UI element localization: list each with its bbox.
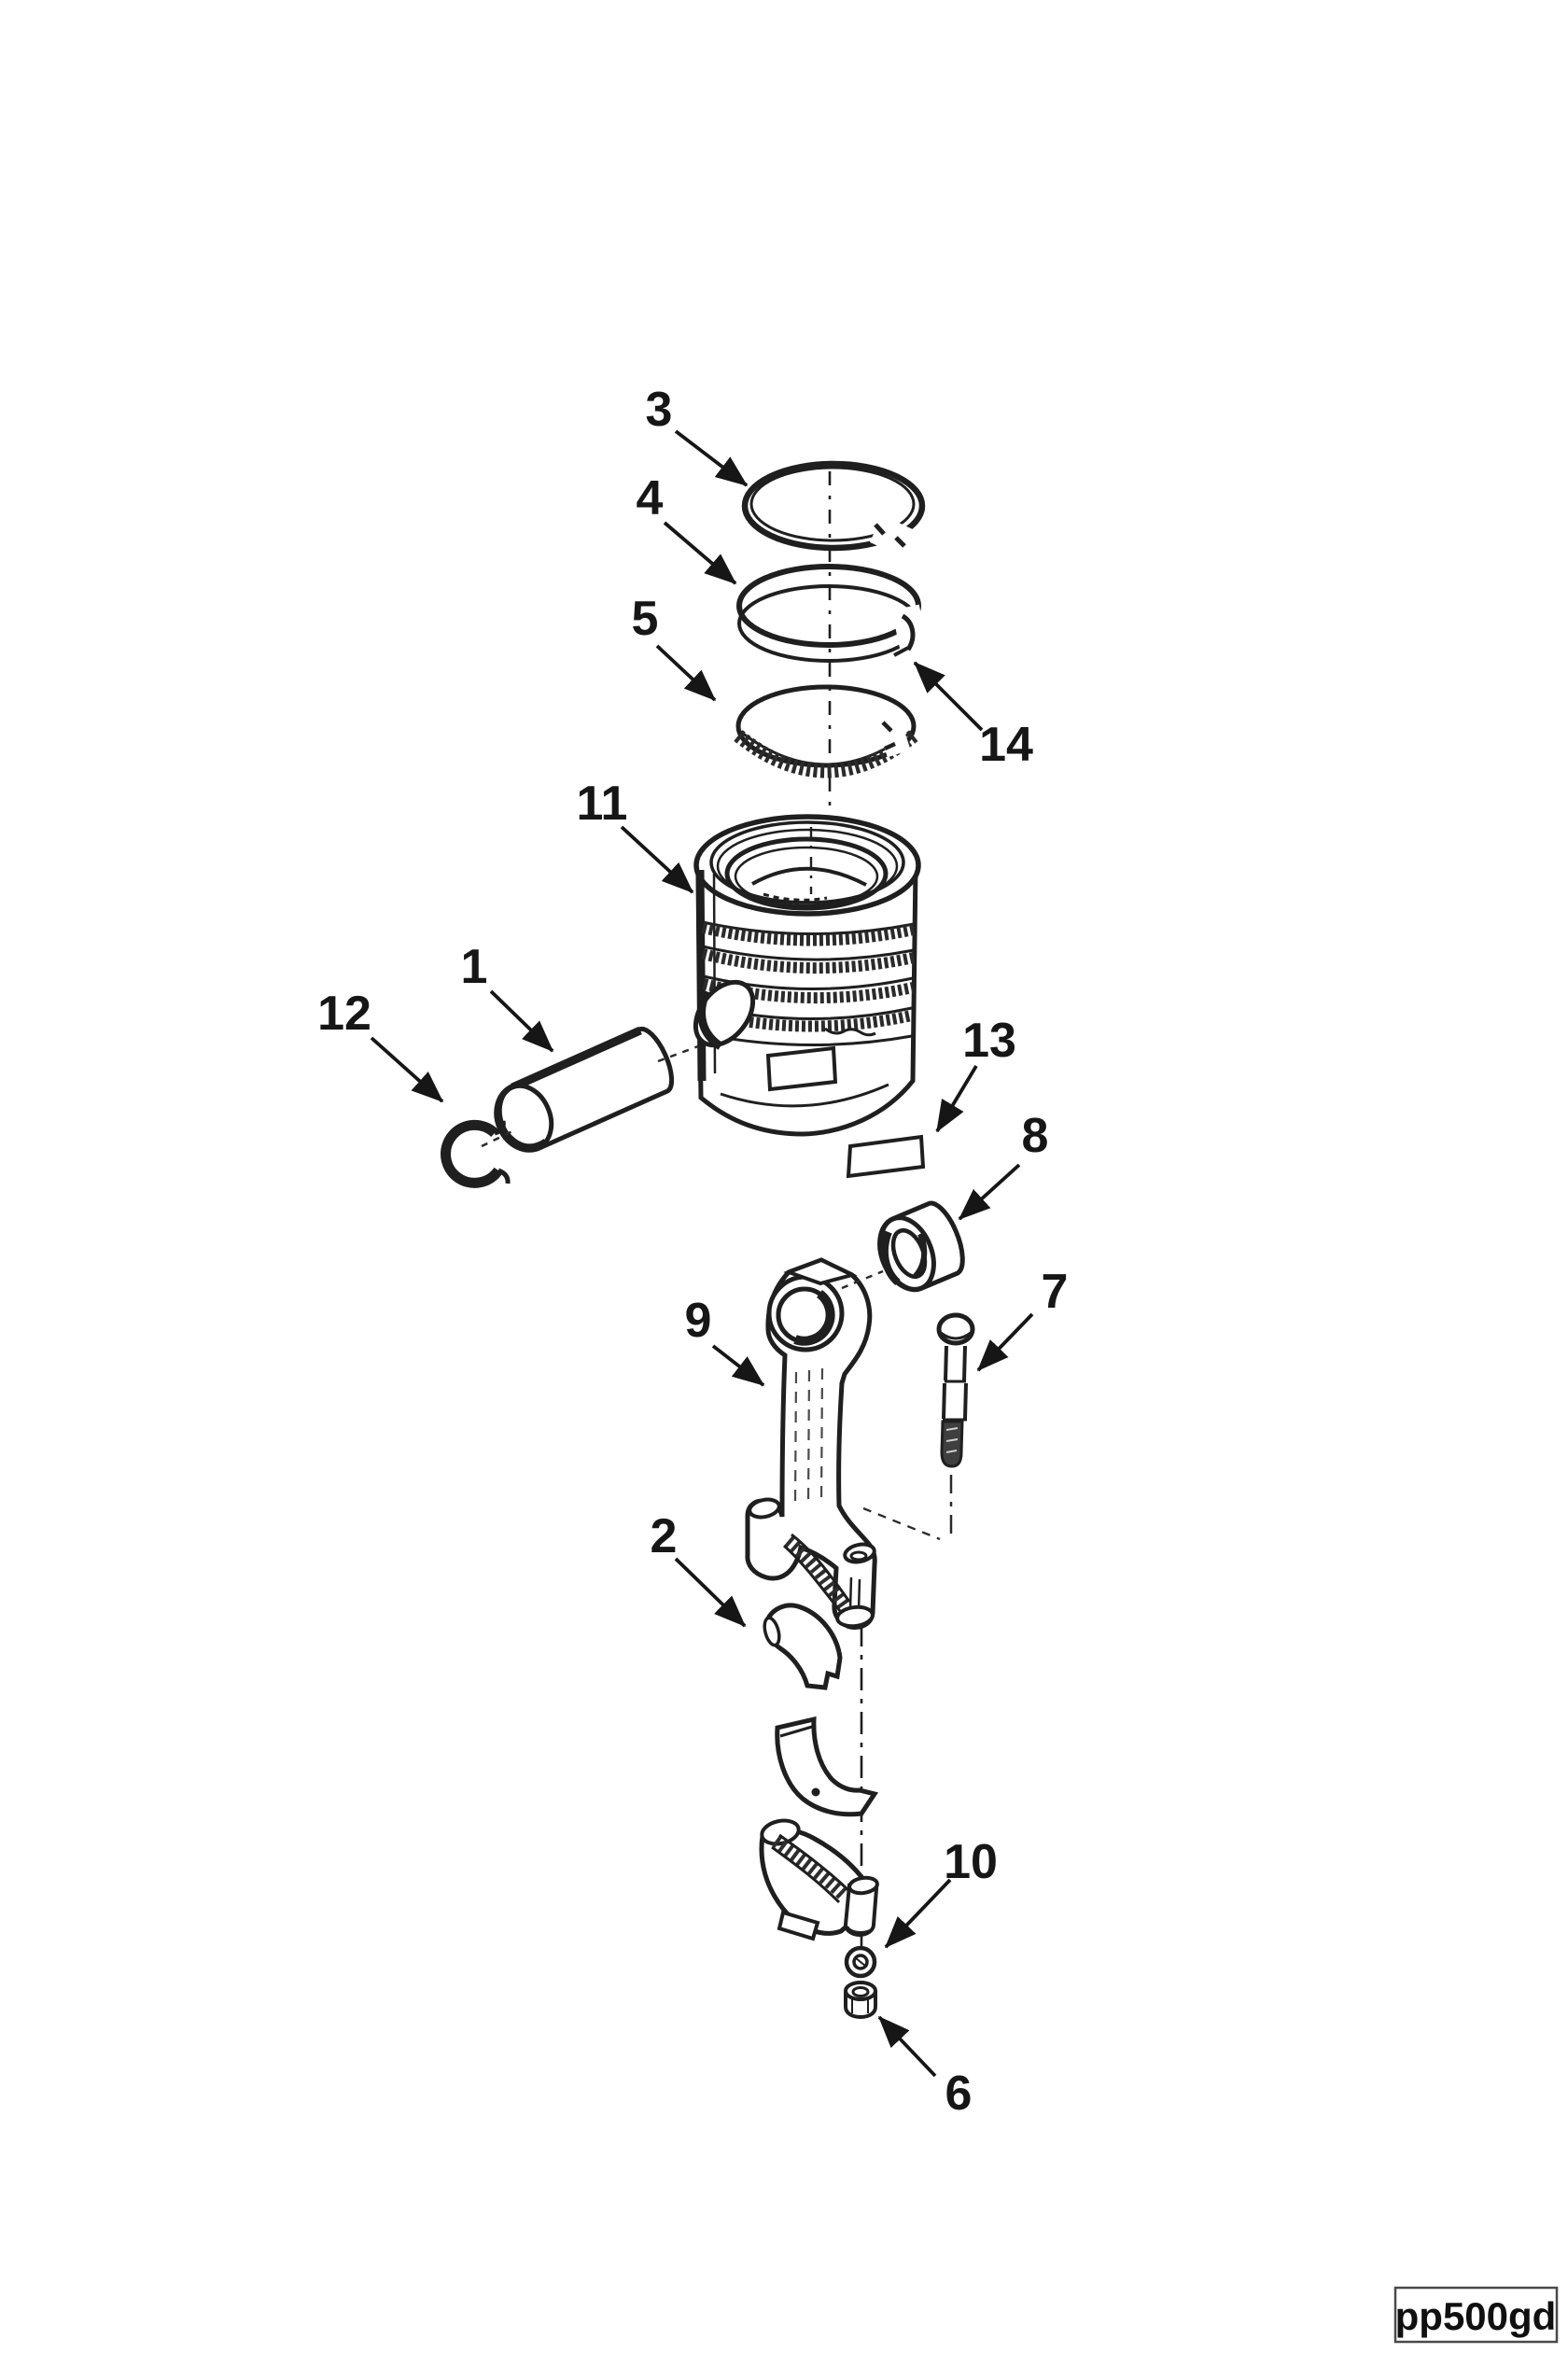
piston-pin — [494, 1026, 675, 1153]
callout-label-11: 11 — [577, 777, 628, 831]
callout-arrow-2 — [674, 1557, 747, 1628]
callout-arrow-7 — [976, 1312, 1034, 1372]
callout-arrow-3 — [674, 429, 749, 487]
lower-bearing-shell — [775, 1716, 879, 1817]
callout-label-13: 13 — [962, 1014, 1016, 1068]
pin-retainer-plate — [846, 1134, 926, 1179]
callout-label-7: 7 — [1042, 1265, 1069, 1319]
callout-label-12: 12 — [317, 987, 371, 1041]
callout-arrow-12 — [370, 1036, 444, 1103]
callout-arrow-4 — [663, 521, 737, 585]
oil-control-ring — [734, 684, 918, 778]
callout-arrow-9 — [711, 1344, 765, 1387]
callout-arrow-8 — [958, 1163, 1021, 1221]
callout-label-6: 6 — [945, 2067, 973, 2121]
connecting-rod — [745, 1257, 877, 1630]
rod-bolt — [936, 1312, 975, 1468]
callout-label-1: 1 — [461, 940, 488, 994]
bearing-cap — [759, 1818, 879, 1941]
piston-left-edge — [695, 869, 707, 1082]
piston-skirt-window — [765, 1045, 838, 1092]
callout-arrow-13 — [935, 1065, 978, 1133]
figure-code-label: pp500gd — [1395, 2294, 1557, 2338]
callout-arrow-6 — [877, 2015, 937, 2078]
bowl-dome-arc — [751, 866, 867, 887]
callout-arrow-14 — [913, 661, 984, 732]
centerlines — [828, 471, 863, 1947]
upper-bearing-shell — [763, 1603, 843, 1690]
piston — [693, 814, 921, 1137]
intermediate-ring — [736, 564, 929, 663]
callout-label-10: 10 — [944, 1835, 998, 1889]
callout-label-14: 14 — [979, 718, 1033, 772]
callout-label-5: 5 — [632, 592, 659, 646]
nut — [844, 1981, 877, 2020]
callout-arrow-5 — [655, 644, 717, 702]
top-compression-ring — [741, 460, 926, 557]
projection-lines — [481, 1044, 953, 1542]
callout-label-4: 4 — [637, 471, 664, 525]
washer — [844, 1945, 877, 1979]
callout-label-2: 2 — [651, 1509, 678, 1563]
callout-arrow-11 — [620, 825, 694, 894]
callout-arrow-1 — [489, 989, 554, 1053]
callout-label-9: 9 — [685, 1294, 712, 1348]
callout-label-3: 3 — [646, 383, 673, 437]
callout-arrow-10 — [884, 1878, 952, 1949]
oil-hole — [811, 1787, 820, 1797]
callout-label-8: 8 — [1022, 1109, 1049, 1163]
pin-retaining-ring — [441, 1119, 511, 1188]
figure-code-box: pp500gd — [1393, 2286, 1559, 2344]
pin-bushing — [877, 1200, 965, 1293]
